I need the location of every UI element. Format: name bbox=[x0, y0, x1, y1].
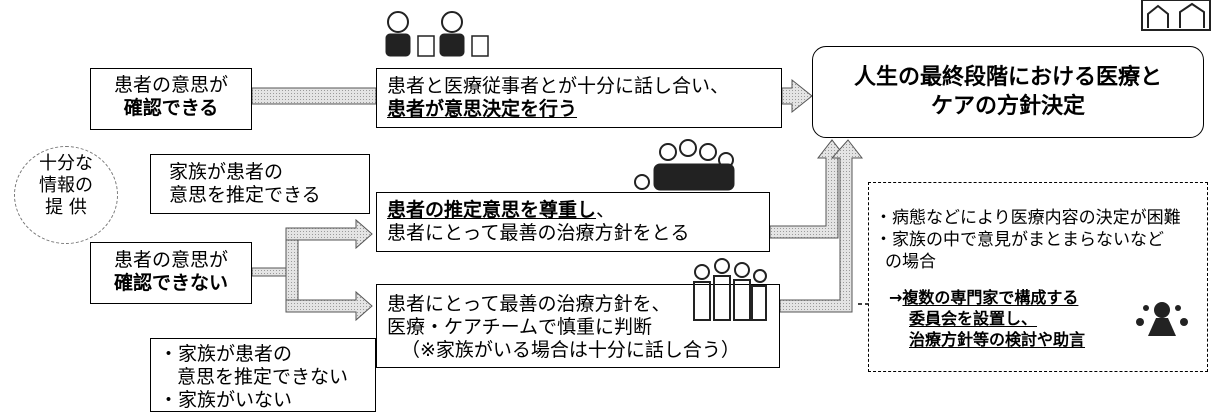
family-cannot-box: ・家族が患者の 意思を推定できない ・家族がいない bbox=[150, 338, 376, 412]
estimated-will-box: 患者の推定意思を尊重し、 患者にとって最善の治療方針をとる bbox=[376, 192, 770, 252]
result-line-2: ケアの方針決定 bbox=[930, 94, 1085, 119]
committee-line-5: 委員会を設置し、 bbox=[909, 309, 1038, 328]
estimated-will-line-2: 患者にとって最善の治療方針をとる bbox=[387, 222, 690, 244]
care-team-line-3: （※家族がいる場合は十分に話し合う） bbox=[401, 339, 740, 361]
committee-line-4: 複数の専門家で構成する bbox=[902, 288, 1079, 307]
info-circle-text: 十分な 情報の 提 供 bbox=[14, 153, 118, 219]
family-can-estimate-line-1: 家族が患者の bbox=[169, 161, 284, 183]
patient-can-confirm-line-2: 確認できる bbox=[123, 97, 219, 119]
committee-line-6: 治療方針等の検討や助言 bbox=[909, 330, 1086, 349]
discussion-box: 患者と医療従事者とが十分に話し合い、 患者が意思決定を行う bbox=[376, 68, 782, 128]
info-line-2: 情報の bbox=[39, 175, 93, 196]
patient-can-confirm-line-1: 患者の意思が bbox=[113, 74, 228, 96]
arrow-to-careteam bbox=[285, 290, 373, 322]
family-can-estimate-box: 家族が患者の 意思を推定できる bbox=[150, 154, 370, 214]
committee-line-1: ・病態などにより医療内容の決定が困難 bbox=[875, 208, 1181, 228]
info-line-3: 提 供 bbox=[45, 197, 87, 218]
patient-cannot-confirm-line-2: 確認できない bbox=[113, 272, 228, 294]
family-cannot-line-3: ・家族がいない bbox=[159, 389, 293, 411]
discussion-line-2: 患者が意思決定を行う bbox=[387, 98, 578, 120]
info-circle bbox=[14, 146, 118, 244]
arrow-estimated-to-result bbox=[769, 139, 848, 239]
committee-line-2: ・家族の中で意見がまとまらないなど bbox=[875, 230, 1164, 250]
family-can-estimate-line-2: 意思を推定できる bbox=[169, 184, 321, 206]
estimated-will-emphasis: 患者の推定意思を尊重し bbox=[387, 199, 597, 221]
family-cannot-line-1: ・家族が患者の bbox=[159, 343, 293, 365]
committee-line-3: の場合 bbox=[885, 252, 936, 272]
estimated-will-comma: 、 bbox=[596, 199, 616, 221]
patient-cannot-confirm-box: 患者の意思が 確認できない bbox=[90, 242, 252, 304]
arrow-cannot-stub bbox=[251, 267, 291, 277]
patient-cannot-confirm-line-1: 患者の意思が bbox=[113, 249, 228, 271]
committee-arrow: → bbox=[889, 288, 903, 307]
care-team-line-1: 患者にとって最善の治療方針を、 bbox=[387, 293, 671, 315]
result-box: 人生の最終段階における医療と ケアの方針決定 bbox=[812, 46, 1204, 138]
discussion-line-1: 患者と医療従事者とが十分に話し合い、 bbox=[387, 75, 730, 97]
result-line-1: 人生の最終段階における医療と bbox=[853, 65, 1162, 90]
committee-box: ・病態などにより医療内容の決定が困難 ・家族の中で意見がまとまらないなど の場合… bbox=[868, 182, 1208, 372]
arrow-careteam-to-result bbox=[779, 139, 864, 313]
care-team-line-2: 医療・ケアチームで慎重に判断 bbox=[387, 316, 653, 338]
arrow-branch-vertical bbox=[285, 227, 299, 313]
family-cannot-line-2: 意思を推定できない bbox=[177, 366, 349, 388]
care-team-box: 患者にとって最善の治療方針を、 医療・ケアチームで慎重に判断 （※家族がいる場合… bbox=[376, 284, 780, 368]
info-line-1: 十分な bbox=[39, 153, 93, 174]
arrow-to-estimated bbox=[285, 218, 373, 250]
patient-can-confirm-box: 患者の意思が 確認できる bbox=[90, 68, 252, 130]
arrow-discussion-to-result bbox=[781, 78, 813, 114]
arrow-confirm-to-discussion bbox=[251, 87, 377, 105]
